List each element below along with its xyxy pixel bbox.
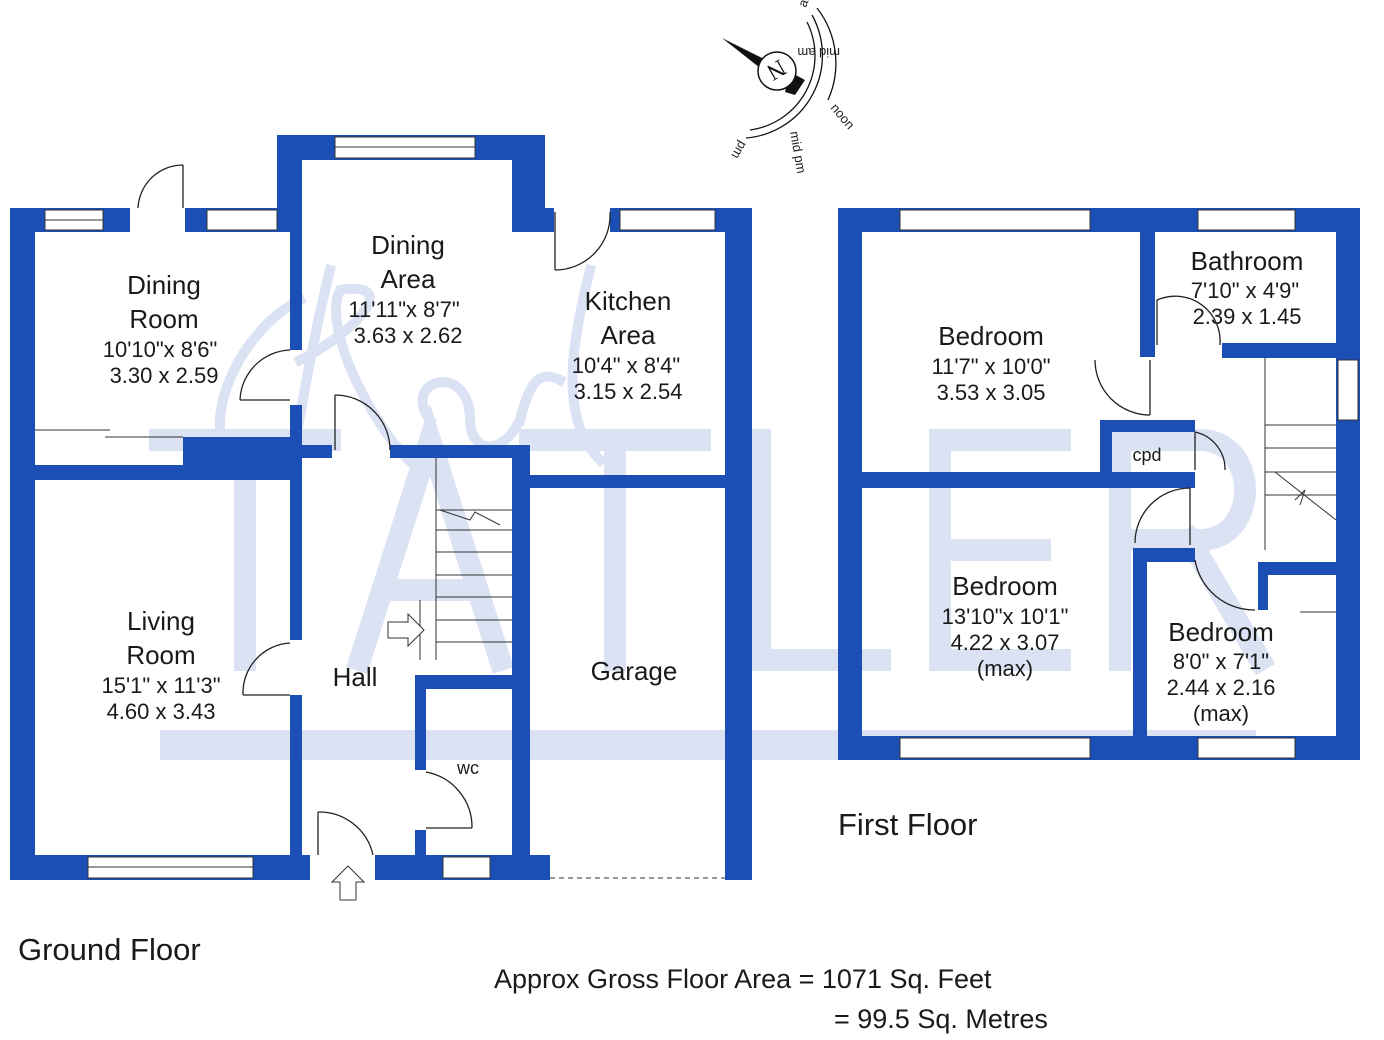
svg-text:Bedroom: Bedroom [952,571,1058,601]
svg-text:13'10"x 10'1": 13'10"x 10'1" [942,604,1069,629]
svg-text:mid am: mid am [797,45,840,60]
svg-text:Living: Living [127,606,195,636]
svg-text:3.15 x 2.54: 3.15 x 2.54 [574,379,683,404]
svg-text:4.60 x 3.43: 4.60 x 3.43 [107,699,216,724]
ground-floor-label: Ground Floor [18,932,201,967]
svg-text:2.39 x 1.45: 2.39 x 1.45 [1193,304,1302,329]
ground-floor-walls [10,135,752,901]
room-living-room: Living Room 15'1" x 11'3" 4.60 x 3.43 [101,606,220,724]
room-cpd: cpd [1132,445,1161,465]
svg-text:Bedroom: Bedroom [938,321,1044,351]
room-wc: wc [456,758,479,778]
room-dining-room: Dining Room 10'10"x 8'6" 3.30 x 2.59 [103,270,219,388]
svg-text:11'7" x 10'0": 11'7" x 10'0" [931,354,1050,379]
svg-text:7'10" x 4'9": 7'10" x 4'9" [1191,278,1299,303]
svg-text:4.22 x 3.07: 4.22 x 3.07 [951,630,1060,655]
room-hall: Hall [333,662,378,692]
svg-text:10'10"x 8'6": 10'10"x 8'6" [103,337,218,362]
svg-text:8'0" x 7'1": 8'0" x 7'1" [1173,649,1269,674]
first-floor-walls [838,208,1360,760]
first-floor-label: First Floor [838,807,978,842]
room-bathroom: Bathroom 7'10" x 4'9" 2.39 x 1.45 [1191,246,1304,329]
gross-area-sqft: Approx Gross Floor Area = 1071 Sq. Feet [494,964,992,994]
room-garage: Garage [591,656,678,686]
room-kitchen-area: Kitchen Area 10'4" x 8'4" 3.15 x 2.54 [572,286,683,404]
svg-text:11'11"x 8'7": 11'11"x 8'7" [348,297,459,322]
compass: N am mid am noon mid pm pm [722,0,858,174]
svg-text:am: am [795,0,815,9]
svg-text:10'4" x 8'4": 10'4" x 8'4" [572,353,680,378]
svg-text:Kitchen: Kitchen [585,286,672,316]
room-bedroom-1: Bedroom 11'7" x 10'0" 3.53 x 3.05 [931,321,1050,405]
svg-text:mid pm: mid pm [787,130,809,175]
room-dining-area: Dining Area 11'11"x 8'7" 3.63 x 2.62 [348,230,462,348]
svg-text:2.44 x 2.16: 2.44 x 2.16 [1167,675,1276,700]
svg-text:(max): (max) [1193,701,1249,726]
svg-text:Area: Area [601,320,656,350]
svg-text:(max): (max) [977,656,1033,681]
entrance-arrow-icon [330,865,366,901]
svg-text:Bathroom: Bathroom [1191,246,1304,276]
svg-text:15'1" x 11'3": 15'1" x 11'3" [101,673,220,698]
room-bedroom-3: Bedroom 8'0" x 7'1" 2.44 x 2.16 (max) [1167,617,1276,726]
svg-text:Dining: Dining [371,230,445,260]
svg-text:pm: pm [728,139,750,162]
svg-text:Room: Room [126,640,195,670]
svg-text:Room: Room [129,304,198,334]
svg-text:3.53 x 3.05: 3.53 x 3.05 [937,380,1046,405]
watermark-logo [149,263,1276,760]
room-bedroom-2: Bedroom 13'10"x 10'1" 4.22 x 3.07 (max) [942,571,1069,681]
svg-text:3.30 x 2.59: 3.30 x 2.59 [110,363,219,388]
svg-text:Dining: Dining [127,270,201,300]
gross-area-sqm: = 99.5 Sq. Metres [834,1004,1048,1034]
stair-direction-arrow-icon [387,612,425,648]
svg-text:Bedroom: Bedroom [1168,617,1274,647]
svg-text:noon: noon [828,100,858,132]
svg-text:3.63 x 2.62: 3.63 x 2.62 [354,323,463,348]
svg-text:Area: Area [381,264,436,294]
